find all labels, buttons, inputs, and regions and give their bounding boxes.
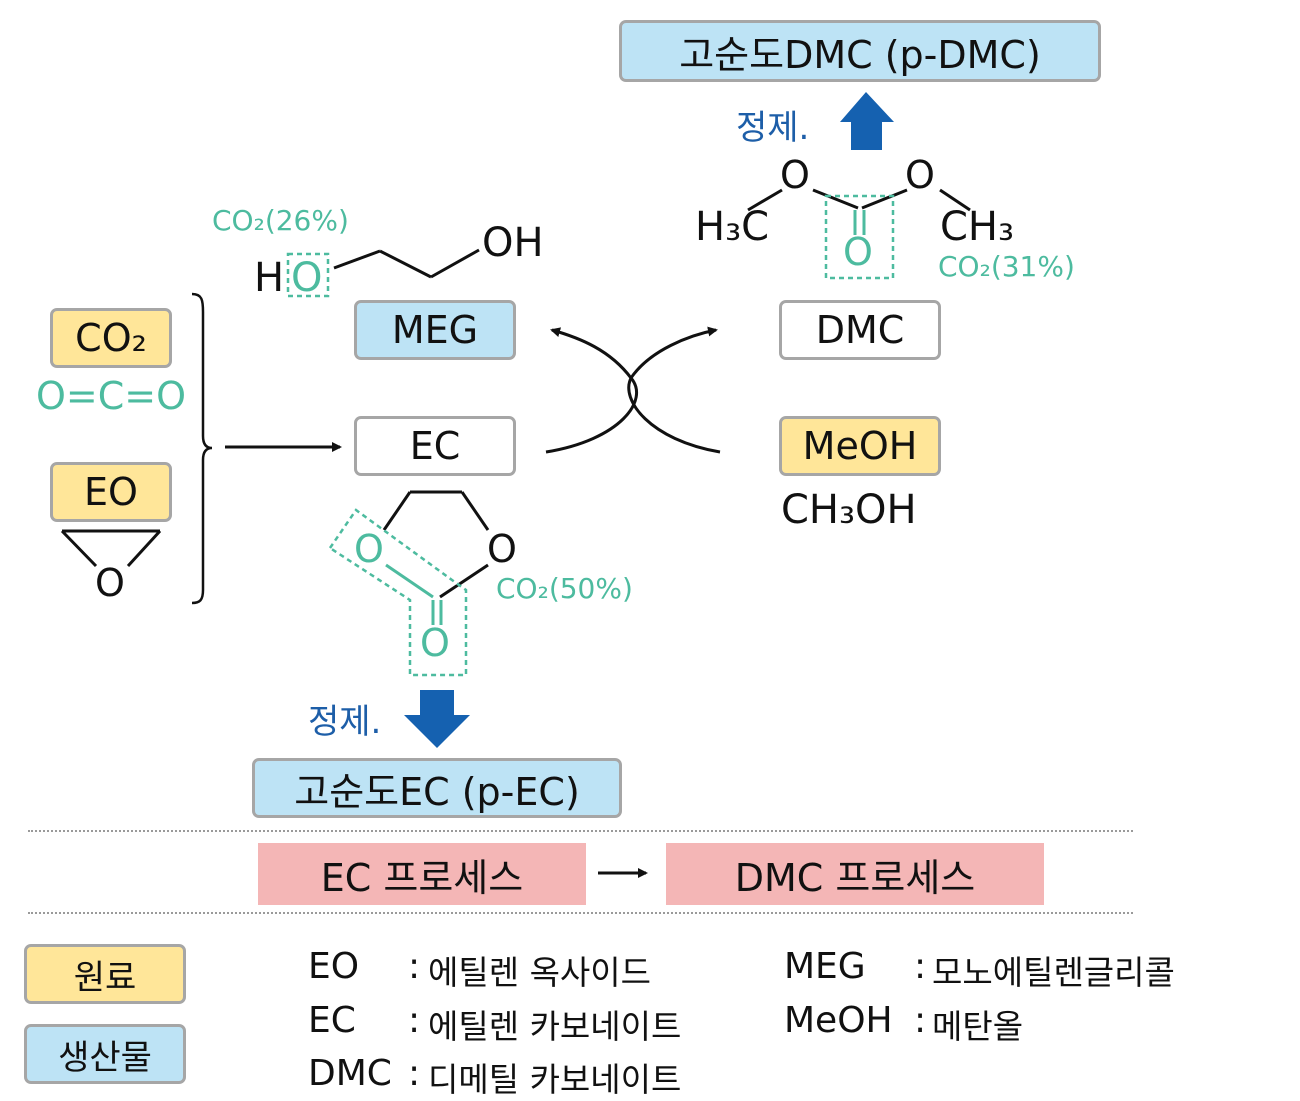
legend-dmc-abbr: DMC	[308, 1053, 392, 1094]
purify-up-arrow	[840, 92, 894, 150]
legend-product-swatch: 생산물	[24, 1024, 186, 1084]
dmc-o-left: O	[780, 153, 810, 197]
legend-meoh-abbr: MeOH	[784, 1000, 893, 1041]
eo-ring-oxygen: O	[95, 561, 125, 605]
dmc-ch3: CH₃	[940, 204, 1015, 250]
dmc-o-right: O	[905, 153, 935, 197]
dmc-structure-bonds	[747, 188, 971, 212]
meg-h: H	[254, 255, 285, 301]
co2-raw-box: CO₂	[50, 308, 172, 368]
reaction-arrows	[225, 326, 721, 454]
high-purity-dmc-box: 고순도DMC (p-DMC)	[619, 20, 1101, 82]
eo-raw-box: EO	[50, 462, 172, 522]
ec-process-box: EC 프로세스	[258, 843, 586, 905]
ec-carbonyl-bonds	[385, 563, 443, 625]
co2-formula: O=C=O	[36, 374, 187, 418]
dmc-co2-percent: CO₂(31%)	[938, 250, 1075, 283]
dmc-h3c: H₃C	[695, 204, 770, 250]
ec-co2-dashed-box	[328, 508, 468, 677]
legend-meg-desc: 모노에틸렌글리콜	[932, 953, 1175, 992]
dmc-carbonyl-bonds	[853, 210, 866, 235]
meg-o: O	[291, 255, 323, 301]
dmc-process-box: DMC 프로세스	[666, 843, 1044, 905]
legend-eo-sep: :	[408, 946, 421, 987]
divider-top	[28, 830, 1133, 832]
meg-structure-bonds	[333, 248, 480, 279]
meg-co2-percent: CO₂(26%)	[212, 204, 349, 237]
meg-oh: OH	[482, 220, 544, 266]
purification-label-top: 정제.	[736, 108, 810, 148]
legend-meg-sep: :	[914, 946, 927, 987]
ec-ring-bonds	[382, 490, 490, 599]
ec-co2-percent: CO₂(50%)	[496, 572, 633, 605]
ec-o-right: O	[487, 527, 517, 571]
legend-dmc-desc: 디메틸 카보네이트	[428, 1060, 682, 1099]
meoh-raw-box: MeOH	[779, 416, 941, 476]
legend-ec-abbr: EC	[308, 1000, 356, 1041]
legend-eo-desc: 에틸렌 옥사이드	[428, 953, 652, 992]
meg-box: MEG	[354, 300, 516, 360]
legend-meoh-sep: :	[914, 1000, 927, 1041]
legend-meg-abbr: MEG	[784, 946, 866, 987]
legend-ec-desc: 에틸렌 카보네이트	[428, 1007, 682, 1046]
legend-raw-swatch: 원료	[24, 944, 186, 1004]
dmc-box: DMC	[779, 300, 941, 360]
feed-bracket	[191, 292, 213, 605]
legend-eo-abbr: EO	[308, 946, 360, 987]
purify-down-arrow	[404, 690, 470, 748]
legend-dmc-sep: :	[408, 1053, 421, 1094]
ec-o-bottom: O	[420, 621, 450, 665]
ec-box: EC	[354, 416, 516, 476]
dmc-o-bottom: O	[843, 230, 873, 274]
legend-meoh-desc: 메탄올	[932, 1007, 1024, 1046]
meoh-formula: CH₃OH	[781, 487, 917, 533]
dmc-co2-dashed-box	[824, 194, 895, 280]
legend-ec-sep: :	[408, 1000, 421, 1041]
eo-ring	[60, 529, 162, 568]
high-purity-ec-box: 고순도EC (p-EC)	[252, 758, 622, 818]
ec-o-left: O	[354, 527, 384, 571]
purification-label-bottom: 정제.	[308, 702, 382, 742]
meg-co2-dashed-box	[286, 252, 330, 298]
divider-bottom	[28, 912, 1133, 914]
